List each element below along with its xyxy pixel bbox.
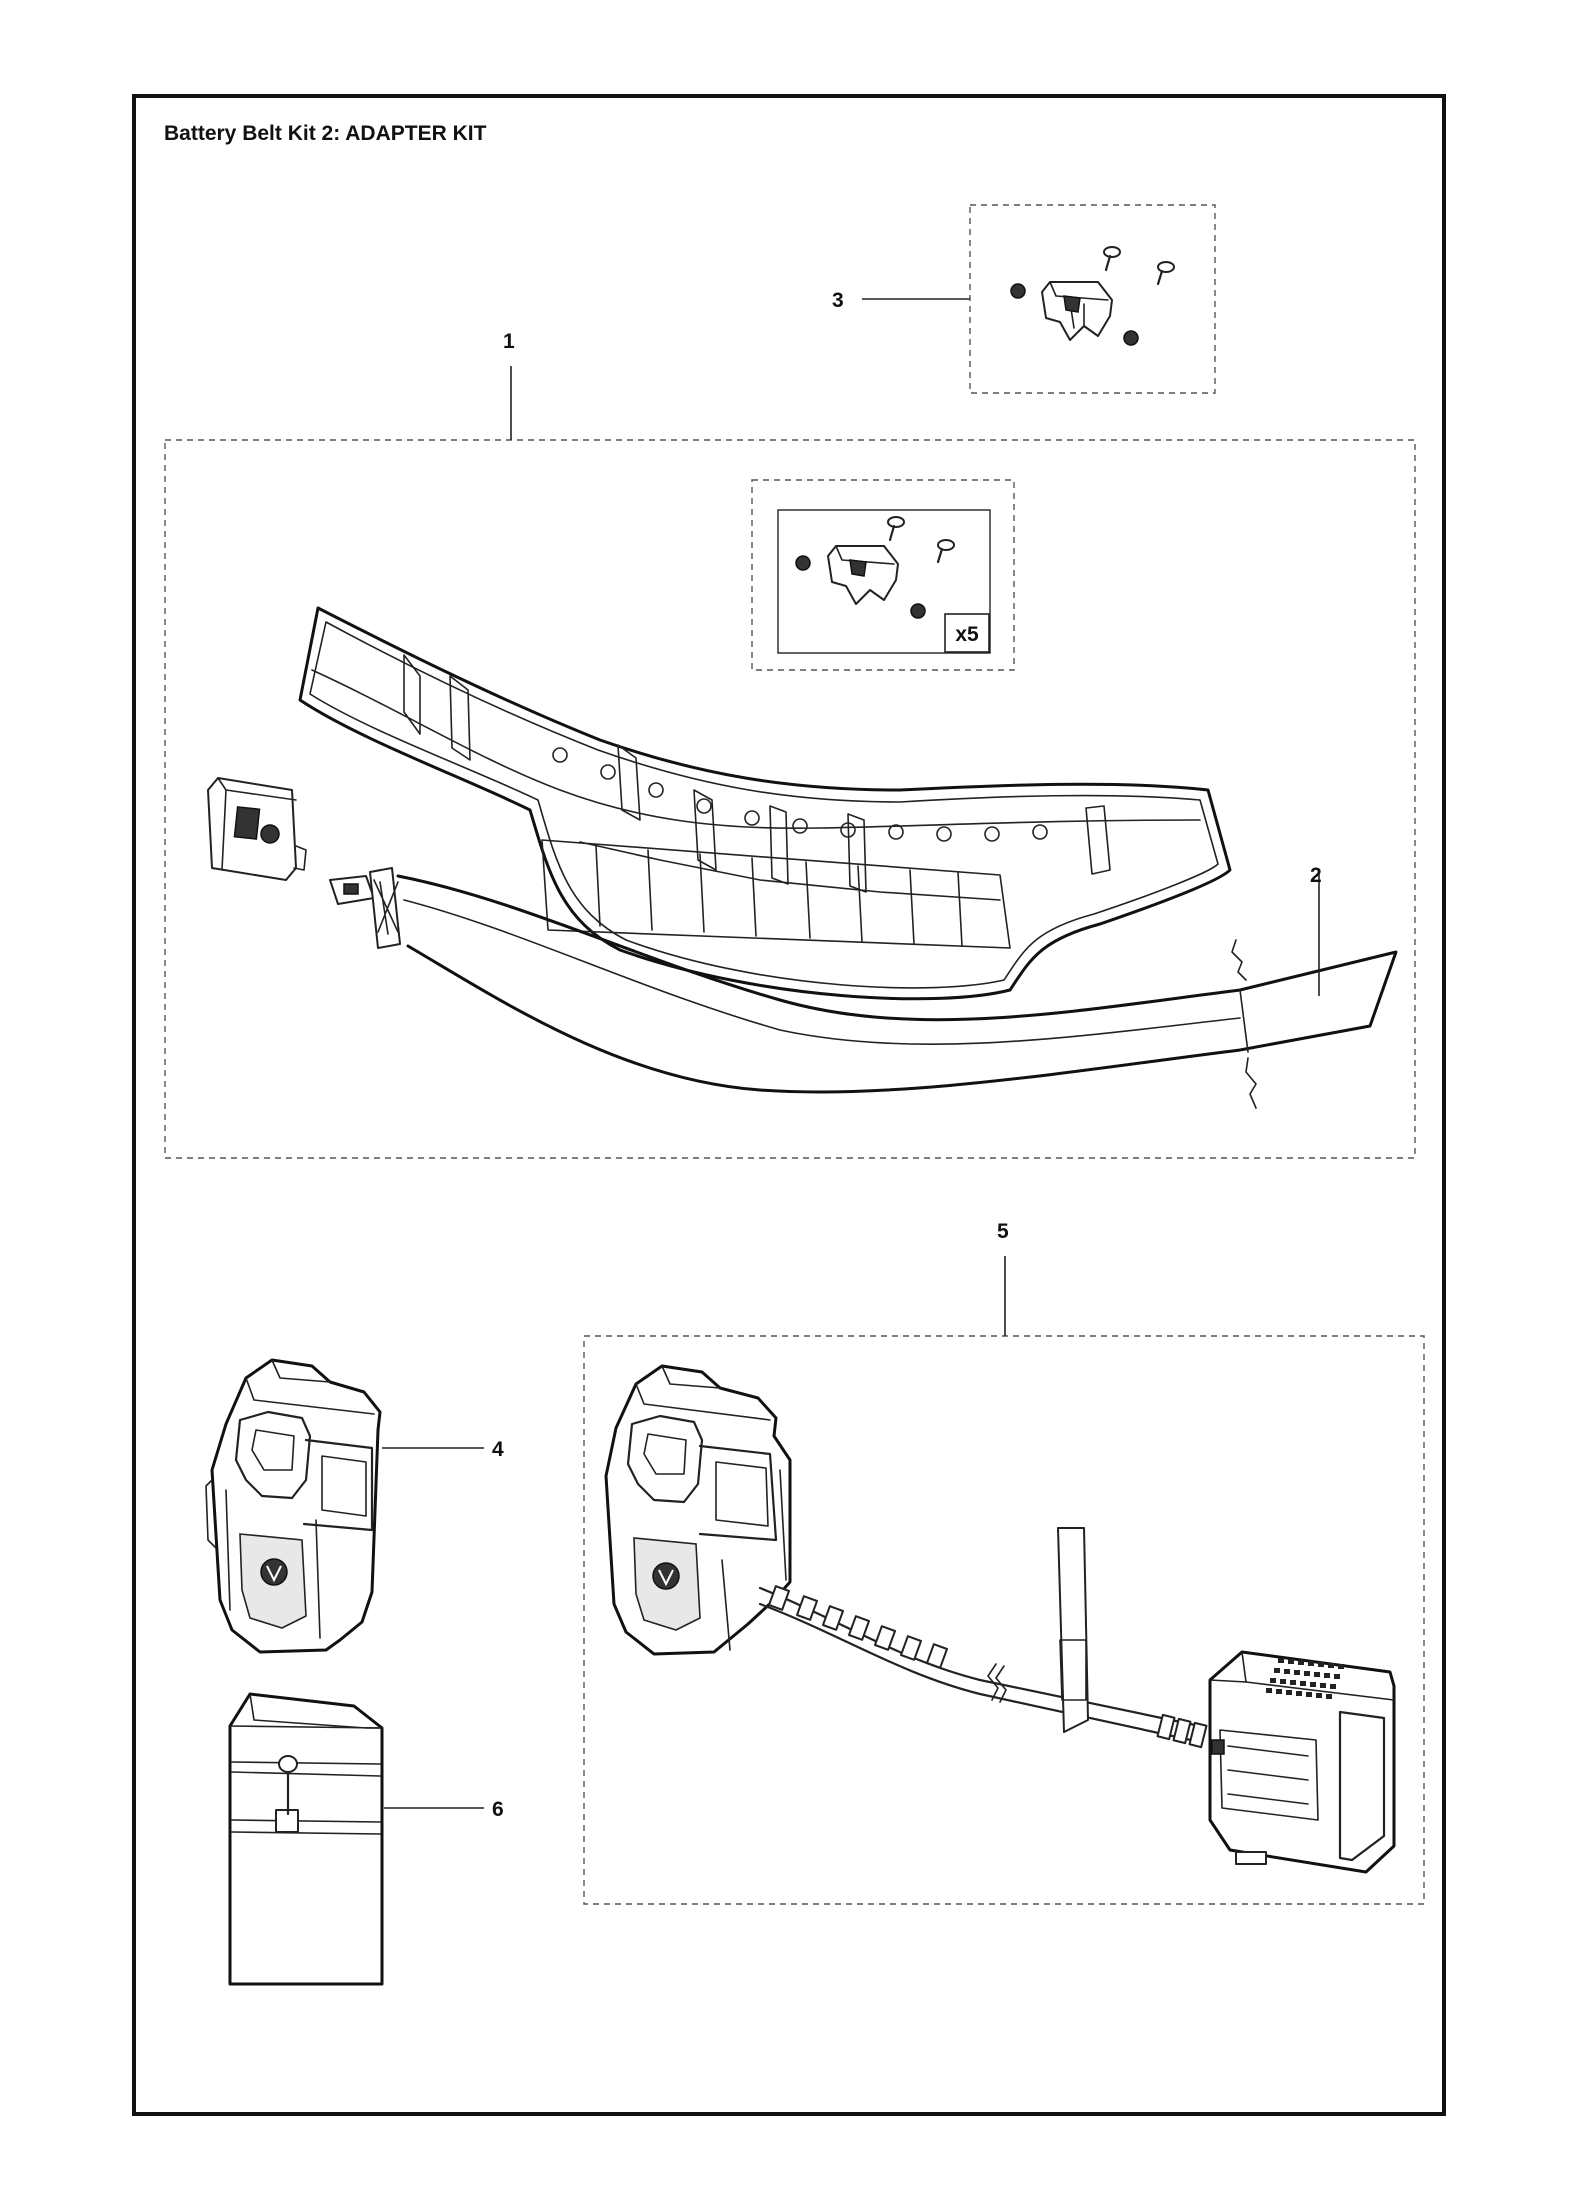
item-5-adapter-with-cable[interactable]: 5 — [583, 1220, 1425, 1905]
brand-logo-icon — [652, 1562, 680, 1590]
page-frame — [132, 94, 1446, 2116]
item-1-frame — [164, 439, 1416, 1159]
quantity-badge: x5 — [955, 623, 979, 646]
adapter-holder — [604, 1364, 792, 1656]
callout-2: 2 — [1310, 864, 1322, 887]
callout-3: 3 — [832, 289, 844, 312]
screw-3b — [1156, 261, 1175, 286]
callout-1: 1 — [503, 330, 515, 353]
vent-grid — [1266, 1658, 1344, 1699]
page-title: Battery Belt Kit 2: ADAPTER KIT — [164, 122, 487, 145]
item-2-belt-strap[interactable]: 2 — [396, 864, 1398, 1109]
callout-4: 4 — [492, 1438, 504, 1461]
item-4-battery-holder[interactable]: 4 — [205, 1358, 504, 1654]
belt-pad — [298, 606, 1232, 1001]
clip-3 — [1041, 281, 1113, 341]
clip-inset-outer-frame — [751, 479, 1015, 671]
callout-6: 6 — [492, 1798, 504, 1821]
adapter-cable — [758, 1527, 1208, 1749]
clip-kit-inset: x5 — [751, 479, 1015, 671]
callout-5: 5 — [997, 1220, 1009, 1243]
belt-eyelets — [552, 747, 1048, 842]
item-1-belt-assembly[interactable]: 1 x5 — [164, 330, 1416, 1159]
adapter-box — [1208, 1650, 1396, 1874]
item-3-clip-kit[interactable]: 3 — [832, 204, 1216, 394]
nut-3a — [1010, 283, 1026, 299]
item-5-frame — [583, 1335, 1425, 1905]
nut-3b — [1123, 330, 1139, 346]
buckle-male — [329, 867, 401, 949]
screw-3a — [1103, 246, 1121, 272]
item-6-holder-cover[interactable]: 6 — [228, 1692, 504, 1986]
quantity-badge-box — [944, 613, 990, 653]
brand-logo-icon — [260, 1558, 288, 1586]
buckle-female — [207, 777, 307, 881]
clip-inset-inner-frame — [777, 509, 991, 654]
